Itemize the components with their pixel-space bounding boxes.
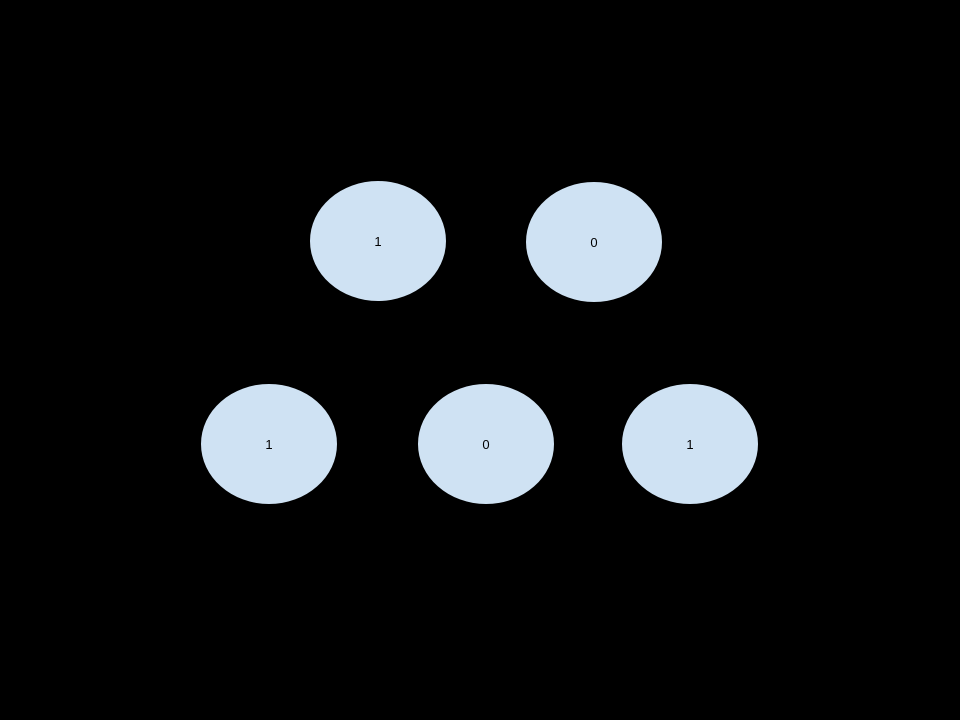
diagram-node-top-left: 1 bbox=[309, 180, 447, 302]
node-label: 0 bbox=[482, 436, 490, 452]
node-label: 0 bbox=[590, 234, 598, 250]
node-label: 1 bbox=[265, 436, 273, 452]
diagram-node-top-right: 0 bbox=[525, 181, 663, 303]
diagram-node-bottom-right: 1 bbox=[621, 383, 759, 505]
diagram-node-bottom-mid: 0 bbox=[417, 383, 555, 505]
node-label: 1 bbox=[374, 233, 382, 249]
node-label: 1 bbox=[686, 436, 694, 452]
diagram-node-bottom-left: 1 bbox=[200, 383, 338, 505]
